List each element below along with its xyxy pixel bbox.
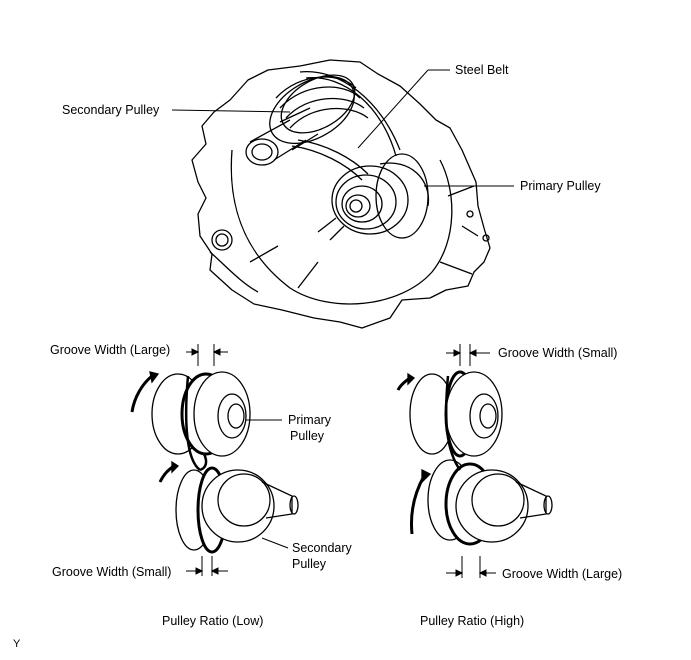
secondary-pulley-leader	[171, 109, 291, 113]
secondary-pulley-label: Secondary Pulley	[62, 103, 160, 117]
groove-large-top-label: Groove Width (Large)	[50, 343, 170, 357]
primary-pulley-label: Primary Pulley	[520, 179, 601, 193]
transaxle-illustration	[191, 59, 491, 329]
top-leader-lines	[171, 69, 514, 187]
high-ratio-dimensions	[446, 344, 496, 578]
steel-belt-leader-diag	[357, 69, 429, 149]
groove-small-bottom-label: Groove Width (Small)	[52, 565, 171, 579]
caption-low-ratio: Pulley Ratio (Low)	[162, 614, 263, 628]
groove-large-bottom-label: Groove Width (Large)	[502, 567, 622, 581]
steel-belt-label: Steel Belt	[455, 63, 509, 77]
primary-pulley-low-line1: Primary	[288, 413, 332, 427]
corner-mark: Y	[13, 638, 21, 650]
high-ratio-diagram	[396, 370, 553, 546]
groove-small-top-label: Groove Width (Small)	[498, 346, 617, 360]
low-ratio-diagram	[130, 371, 299, 554]
caption-high-ratio: Pulley Ratio (High)	[420, 614, 524, 628]
primary-pulley-low-line2: Pulley	[290, 429, 325, 443]
secondary-pulley-low-line2: Pulley	[292, 557, 327, 571]
secondary-pulley-low-line1: Secondary	[292, 541, 353, 555]
low-ratio-dimensions	[186, 344, 289, 576]
